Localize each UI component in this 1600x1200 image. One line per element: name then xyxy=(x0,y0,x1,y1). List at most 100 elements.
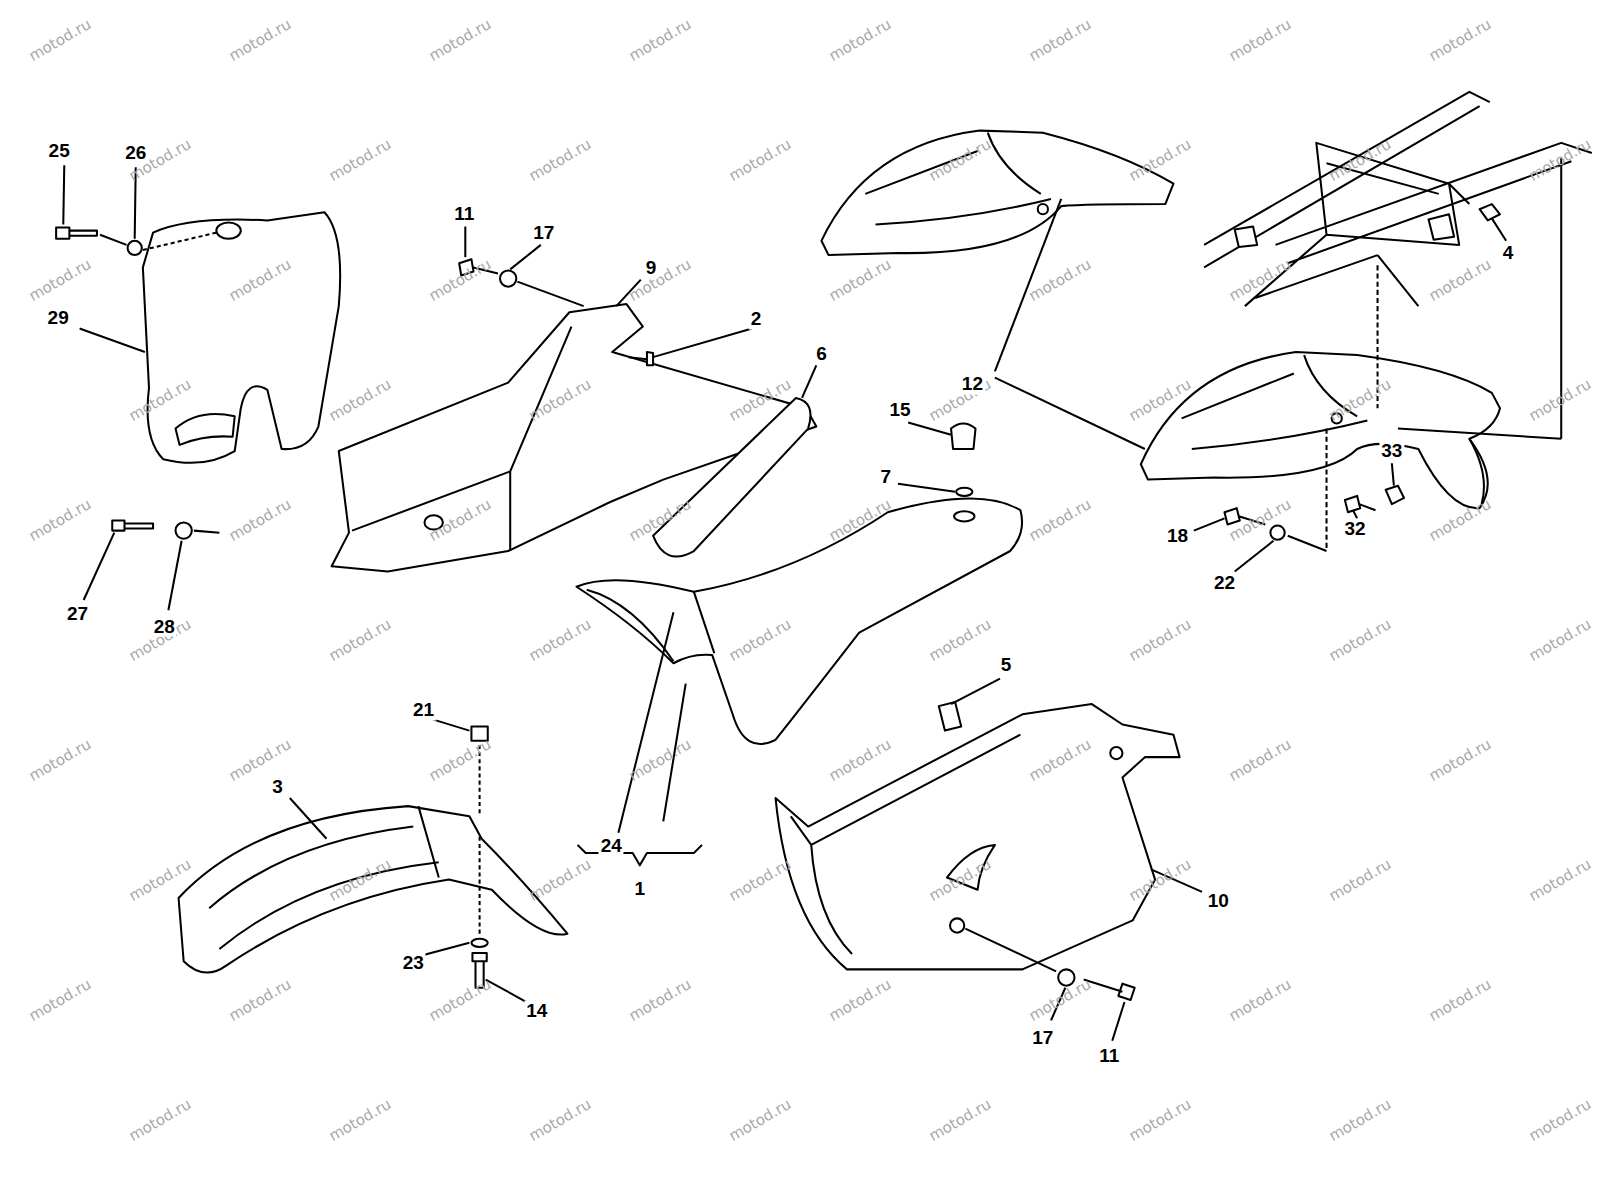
watermark: motod.ru xyxy=(1026,495,1095,545)
callout-number: 3 xyxy=(270,776,285,797)
watermark: motod.ru xyxy=(1126,375,1195,425)
watermark: motod.ru xyxy=(1326,855,1395,905)
screw xyxy=(629,352,653,365)
watermark: motod.ru xyxy=(1326,615,1395,665)
callout-number: 17 xyxy=(1030,1027,1055,1048)
watermark: motod.ru xyxy=(1326,135,1395,185)
leader-line xyxy=(898,484,955,492)
headlight-hole xyxy=(216,222,240,238)
leader-line xyxy=(995,378,1145,449)
watermark: motod.ru xyxy=(1426,495,1495,545)
watermark: motod.ru xyxy=(426,975,495,1025)
watermark: motod.ru xyxy=(1226,975,1295,1025)
callout-number: 9 xyxy=(644,258,659,279)
callout-number: 26 xyxy=(123,143,148,164)
callout-number: 22 xyxy=(1212,572,1237,593)
watermark: motod.ru xyxy=(526,135,595,185)
fender-rib xyxy=(865,133,1051,225)
callout-number: 29 xyxy=(46,308,71,329)
watermark: motod.ru xyxy=(1226,15,1295,65)
watermark: motod.ru xyxy=(626,735,695,785)
fender-rib xyxy=(209,806,439,949)
leader-line xyxy=(290,798,327,839)
panel-edge xyxy=(352,327,571,551)
washer xyxy=(1270,526,1284,540)
front-fender xyxy=(179,806,568,972)
watermark: motod.ru xyxy=(126,1095,195,1145)
watermark: motod.ru xyxy=(526,615,595,665)
callout-number: 23 xyxy=(401,953,426,974)
watermark: motod.ru xyxy=(1426,255,1495,305)
leader-line xyxy=(84,533,115,600)
leader-line xyxy=(1235,541,1274,572)
leader-line xyxy=(194,531,220,533)
seat-inner xyxy=(587,590,715,661)
leader-line xyxy=(618,612,673,832)
callout-number: 17 xyxy=(531,222,556,243)
leader-line xyxy=(433,719,470,730)
watermark: motod.ru xyxy=(326,615,395,665)
watermark: motod.ru xyxy=(926,1095,995,1145)
watermark: motod.ru xyxy=(526,375,595,425)
watermark: motod.ru xyxy=(26,495,95,545)
watermark: motod.ru xyxy=(1226,255,1295,305)
leader-line xyxy=(80,329,145,352)
watermark: motod.ru xyxy=(726,135,795,185)
washer xyxy=(128,241,142,255)
watermark: motod.ru xyxy=(1126,615,1195,665)
leader-line xyxy=(510,245,541,269)
watermark: motod.ru xyxy=(1026,255,1095,305)
frame-bracket xyxy=(1235,214,1454,247)
watermark: motod.ru xyxy=(326,135,395,185)
watermark: motod.ru xyxy=(1426,735,1495,785)
watermark: motod.ru xyxy=(726,615,795,665)
watermark: motod.ru xyxy=(826,495,895,545)
watermark: motod.ru xyxy=(1126,1095,1195,1145)
leader-line xyxy=(1194,518,1225,530)
watermark: motod.ru xyxy=(926,855,995,905)
watermark: motod.ru xyxy=(1426,975,1495,1025)
callout-number: 11 xyxy=(452,204,476,225)
watermark: motod.ru xyxy=(1026,975,1095,1025)
washer xyxy=(471,939,487,947)
watermark: motod.ru xyxy=(626,15,695,65)
seat-hole xyxy=(954,511,974,521)
watermark: motod.ru xyxy=(1326,375,1395,425)
callout-number: 24 xyxy=(599,835,624,856)
callout-number: 10 xyxy=(1206,891,1231,912)
watermark: motod.ru xyxy=(126,855,195,905)
watermark: motod.ru xyxy=(826,255,895,305)
watermark: motod.ru xyxy=(1026,15,1095,65)
watermark: motod.ru xyxy=(1426,15,1495,65)
leader-line xyxy=(479,837,481,937)
leader-line xyxy=(653,329,752,358)
watermark: motod.ru xyxy=(1226,495,1295,545)
panel-edge xyxy=(791,735,1021,954)
rear-fender xyxy=(1141,352,1500,508)
watermark: motod.ru xyxy=(26,255,95,305)
leader-line xyxy=(143,233,216,250)
watermark: motod.ru xyxy=(1526,1095,1595,1145)
watermark: motod.ru xyxy=(526,1095,595,1145)
bolt xyxy=(112,520,153,530)
number-plate xyxy=(653,398,810,557)
fender-rib xyxy=(1182,355,1484,504)
callout-number: 5 xyxy=(999,655,1014,676)
watermark: motod.ru xyxy=(726,1095,795,1145)
callout-number: 15 xyxy=(887,400,912,421)
nut xyxy=(1386,486,1404,504)
watermark: motod.ru xyxy=(326,1095,395,1145)
bolt xyxy=(1345,496,1376,512)
side-panel xyxy=(332,304,817,571)
leader-line xyxy=(802,365,816,398)
watermark: motod.ru xyxy=(326,855,395,905)
leader-line xyxy=(1392,463,1394,485)
callout-number: 28 xyxy=(152,616,177,637)
callout-number: 11 xyxy=(1097,1046,1121,1067)
watermark: motod.ru xyxy=(1526,615,1595,665)
watermark: motod.ru xyxy=(1326,1095,1395,1145)
callout-number: 6 xyxy=(814,344,829,365)
leader-line xyxy=(1398,429,1561,439)
leader-line xyxy=(100,235,127,245)
leader-line xyxy=(1492,218,1506,240)
